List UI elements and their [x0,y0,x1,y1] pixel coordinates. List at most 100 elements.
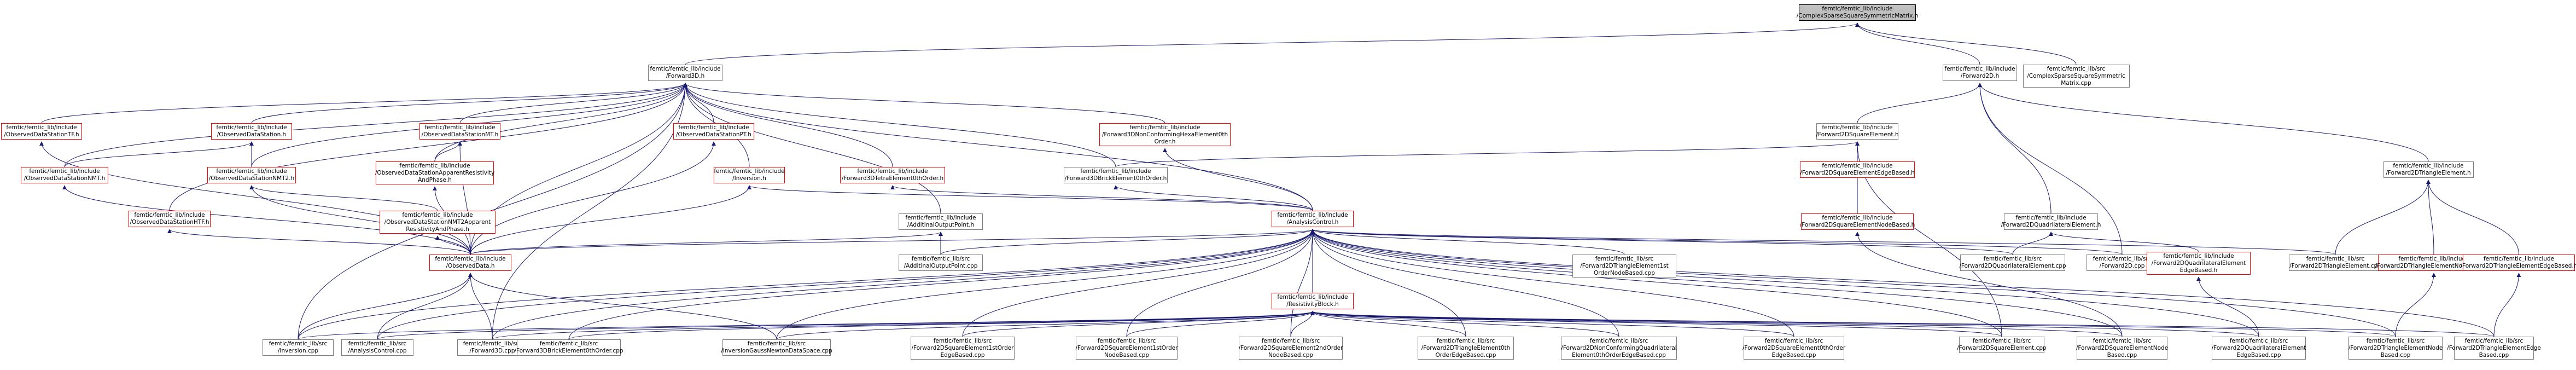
graph-node-odsnmt2[interactable]: femtic/femtic_lib/include /ObservedDataS… [207,167,296,183]
graph-node-f3d-cpp[interactable]: femtic/femtic_lib/src /Forward3D.cpp [457,339,527,356]
edge-f2dquad_cpp-to-ac_h [1310,229,2013,255]
graph-node-f2dncquad-cpp[interactable]: femtic/femtic_lib/src /Forward2DNonConfo… [1561,337,1677,360]
graph-node-aop-cpp[interactable]: femtic/femtic_lib/src /AdditinalOutputPo… [899,255,983,271]
edge-ods-to-fwd3d_h [251,83,687,124]
edge-f3dbrick_h-to-f2dsq_h [1115,141,1860,167]
edge-f2dquadeb_cpp-to-rb_h [1310,311,2259,337]
edge-odspt-to-fwd3d_h [683,83,714,124]
graph-node-inversion-h[interactable]: femtic/femtic_lib/include /Inversion.h [714,167,785,183]
edge-od_h-to-odsnmt [62,185,471,255]
edge-f2dtri_h-to-fwd2d_h [1978,83,2429,162]
edge-f3d_cpp-to-od_h [468,273,493,340]
graph-node-ac-h[interactable]: femtic/femtic_lib/include /AnalysisContr… [1272,211,1354,227]
edge-od_h-to-odspt [470,141,716,255]
graph-node-f2dsq1eb-cpp[interactable]: femtic/femtic_lib/src /Forward2DSquareEl… [911,337,1015,360]
edge-f3dtetra-to-fwd3d_h [683,83,893,167]
edge-odsnmt-to-fwd3d_h [64,83,687,167]
edge-f2dsq1eb_cpp-to-ac_h [962,229,1315,337]
graph-node-invgn-cpp[interactable]: femtic/femtic_lib/src /InversionGaussNew… [721,339,832,356]
edge-f2dsqnb_cpp-to-rb_h [1310,311,2123,337]
graph-node-f2dtri-h[interactable]: femtic/femtic_lib/include /Forward2DTria… [2383,161,2474,178]
edge-f2dtri0eb_cpp-to-rb_h [1310,311,1466,337]
edge-f3dnchex-to-fwd3d_h [683,83,1165,124]
graph-node-f2dsq2nb-cpp[interactable]: femtic/femtic_lib/src /Forward2DSquareEl… [1239,337,1343,360]
graph-node-odsapp[interactable]: femtic/femtic_lib/include /ObservedDataS… [375,161,494,184]
graph-node-f2dquadeb-cpp[interactable]: femtic/femtic_lib/src /Forward2DQuadrila… [2212,337,2306,360]
edge-f2dsq_cpp-to-ac_h [1310,229,2002,337]
graph-node-f2dtri-cpp[interactable]: femtic/femtic_lib/src /Forward2DTriangle… [2289,255,2382,271]
graph-node-root: femtic/femtic_lib/include /ComplexSparse… [1797,4,1918,21]
graph-node-f2dsq0-cpp[interactable]: femtic/femtic_lib/src /Forward2DSquareEl… [1742,337,1845,360]
graph-node-f2dsqnb-cpp[interactable]: femtic/femtic_lib/src /Forward2DSquareEl… [2076,337,2168,360]
edge-f2dsqnb_cpp-to-ac_h [1310,229,2123,337]
edge-od_h-to-odsmt [458,141,471,255]
edge-f2dsq2nb_cpp-to-ac_h [1290,229,1315,337]
graph-node-f2dquad-h[interactable]: femtic/femtic_lib/include /Forward2DQuad… [2001,213,2101,230]
edge-invgn_cpp-to-rb_h [776,311,1315,340]
edge-inversion_cpp-to-fwd3d_h [298,83,687,340]
graph-node-f2dquad-cpp[interactable]: femtic/femtic_lib/src /Forward2DQuadrila… [1959,255,2066,271]
graph-node-aop-h[interactable]: femtic/femtic_lib/include /AdditinalOutp… [899,213,983,230]
graph-node-odstf[interactable]: femtic/femtic_lib/include /ObservedDataS… [1,123,82,140]
edge-f2dsq0_cpp-to-ac_h [1310,229,1794,337]
edge-odsht-to-fwd3d_h [169,83,687,211]
graph-node-f3dtetra[interactable]: femtic/femtic_lib/include /Forward3DTetr… [840,167,945,183]
graph-node-odsht[interactable]: femtic/femtic_lib/include /ObservedDataS… [129,211,211,227]
edge-f2dtri_cpp-to-f2dtri_h [2335,180,2431,255]
edge-f3d_cpp-to-ac_h [492,229,1315,340]
graph-node-rb-h[interactable]: femtic/femtic_lib/include /ResistivityBl… [1272,293,1354,309]
graph-node-odsmt[interactable]: femtic/femtic_lib/include /ObservedDataS… [419,123,500,140]
edge-od_h-to-odstf [39,141,471,255]
graph-node-odsnmt2app[interactable]: femtic/femtic_lib/include /ObservedDataS… [380,211,496,234]
graph-node-f2dquadeb-h[interactable]: femtic/femtic_lib/include /Forward2DQuad… [2147,252,2251,275]
graph-node-ac-cpp[interactable]: femtic/femtic_lib/src /AnalysisControl.c… [341,339,413,356]
graph-node-f3dbrick-cpp[interactable]: femtic/femtic_lib/src /Forward3DBrickEle… [514,339,623,356]
edge-f2dquad_cpp-to-f2dquad_h [2012,232,2053,255]
graph-node-f2dtrieb-cpp[interactable]: femtic/femtic_lib/src /Forward2DTriangle… [2447,337,2541,360]
edge-od_h-to-odsnmt2app [435,235,471,255]
edge-odsnmt2app-to-odsnmt2 [249,185,438,211]
edge-f2d_cpp-to-fwd2d_h [1978,83,2123,255]
graph-node-odsnmt[interactable]: femtic/femtic_lib/include /ObservedDataS… [21,167,108,183]
edge-f2dtrinb_h-to-f2dtri_h [2426,180,2434,255]
edge-od_h-to-odsht [167,229,471,255]
graph-node-od-h[interactable]: femtic/femtic_lib/include /ObservedData.… [429,255,511,271]
graph-node-f2dsq-h[interactable]: femtic/femtic_lib/include /Forward2DSqua… [1816,123,1898,140]
graph-node-f2dsq1nb-cpp[interactable]: femtic/femtic_lib/src /Forward2DSquareEl… [1075,337,1178,360]
edge-ac_h-to-f3dbrick_h [1114,185,1313,211]
edge-fwd2d_h-to-root [1855,22,1980,65]
edge-f2dquadeb_cpp-to-ac_h [1310,229,2259,337]
graph-node-f2dsqnb[interactable]: femtic/femtic_lib/include /Forward2DSqua… [1800,213,1915,230]
edge-f3dbrick_h-to-fwd3d_h [683,83,1116,167]
graph-node-f3dbrick-h[interactable]: femtic/femtic_lib/include /Forward3DBric… [1064,167,1168,183]
graph-node-ods[interactable]: femtic/femtic_lib/include /ObservedDataS… [211,123,292,140]
edge-f2dquadeb_cpp-to-f2dquadeb_h [2196,276,2259,337]
edge-cssm_cpp-to-root [1855,22,2077,65]
graph-node-odspt[interactable]: femtic/femtic_lib/include /ObservedDataS… [673,123,754,140]
edge-f2dtrieb_cpp-to-rb_h [1310,311,2495,337]
edge-inversion_cpp-to-ac_h [298,229,1315,340]
edge-f2dsq1eb_cpp-to-rb_h [962,311,1315,337]
edge-f2dsq1nb_cpp-to-rb_h [1126,311,1315,337]
edge-od_h-to-ac_h [470,229,1315,255]
edge-odsapp-to-fwd3d_h [434,83,687,162]
edge-f2dsq1nb_cpp-to-ac_h [1126,229,1315,337]
graph-node-f2d-cpp[interactable]: femtic/femtic_lib/src /Forward2D.cpp [2087,255,2158,271]
graph-node-f3dtri1st[interactable]: femtic/femtic_lib/src /Forward2DTriangle… [1572,255,1676,278]
graph-node-cssm-cpp[interactable]: femtic/femtic_lib/src /ComplexSparseSqua… [2023,65,2130,88]
graph-node-fwd3d-h[interactable]: femtic/femtic_lib/include /Forward3D.h [648,65,722,81]
edge-aop_cpp-to-ac_h [940,229,1315,255]
edge-f2dsq_cpp-to-rb_h [1310,311,2002,337]
graph-node-fwd2d-h[interactable]: femtic/femtic_lib/include /Forward2D.h [1943,65,2017,81]
graph-node-f2dtrinb-cpp[interactable]: femtic/femtic_lib/src /Forward2DTriangle… [2348,337,2443,360]
edge-ac_h-to-fwd3d_h [683,83,1313,211]
graph-node-f2dtri0eb-cpp[interactable]: femtic/femtic_lib/src /Forward2DTriangle… [1418,337,1514,360]
edge-f2dsq_h-to-fwd2d_h [1857,83,1982,124]
graph-node-f2dsq-cpp[interactable]: femtic/femtic_lib/src /Forward2DSquareEl… [1957,337,2047,353]
graph-node-f3dnchex[interactable]: femtic/femtic_lib/include /Forward3DNonC… [1099,123,1231,146]
graph-node-f2dsqeb[interactable]: femtic/femtic_lib/include /Forward2DSqua… [1800,161,1915,178]
graph-node-f2dtrieb-h[interactable]: femtic/femtic_lib/include /Forward2DTria… [2461,255,2576,271]
graph-node-inversion-cpp[interactable]: femtic/femtic_lib/src /Inversion.cpp [263,339,334,356]
edge-f2dtrieb_cpp-to-f2dtrieb_h [2493,273,2521,337]
edge-f2dtrieb_cpp-to-ac_h [1310,229,2495,337]
